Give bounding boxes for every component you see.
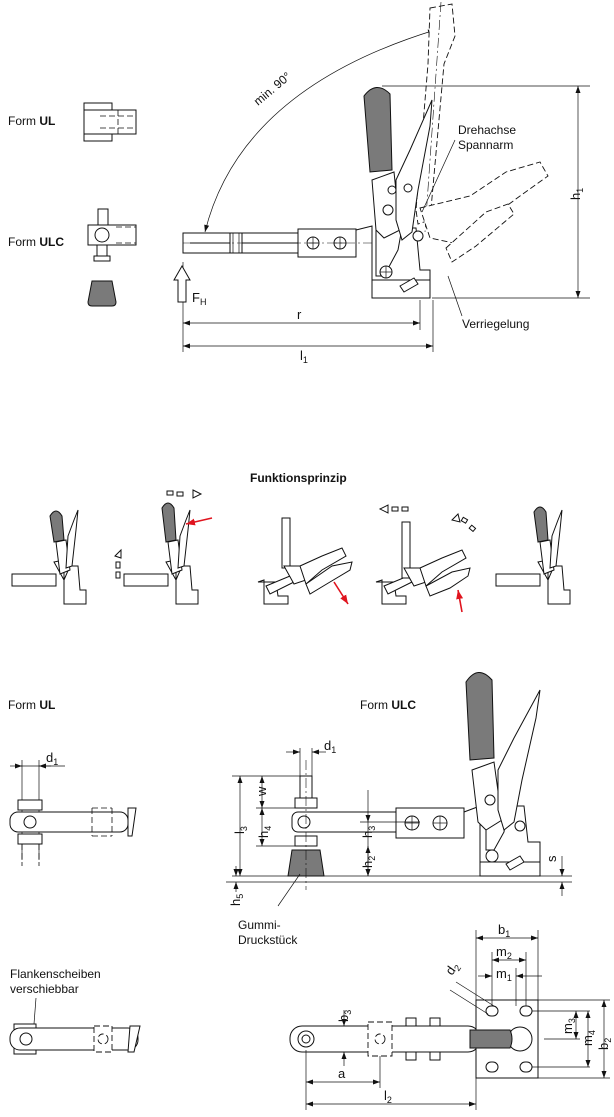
dim-m1: m1 bbox=[496, 966, 512, 983]
dim-h3: h3 bbox=[360, 826, 377, 838]
dim-l2: l2 bbox=[384, 1088, 392, 1105]
form-ul-section-view: d1 bbox=[9, 750, 137, 866]
dim-s: s bbox=[544, 855, 559, 862]
main-clamp-side-view: min. 90° bbox=[173, 1, 590, 365]
dim-m3: m3 bbox=[560, 1018, 577, 1034]
principle-step-3 bbox=[257, 517, 353, 605]
principle-title: Funktionsprinzip bbox=[250, 471, 347, 485]
dim-h2: h2 bbox=[360, 856, 377, 868]
dim-m2: m2 bbox=[496, 944, 512, 961]
dim-h4: h4 bbox=[256, 826, 273, 838]
principle-step-5 bbox=[495, 506, 571, 605]
washers-label-1: Flankenscheiben bbox=[10, 967, 101, 981]
dim-d2: d2 bbox=[442, 959, 463, 979]
dim-l3: l3 bbox=[232, 826, 249, 834]
principle-step-1 bbox=[11, 509, 87, 605]
dim-d1-left: d1 bbox=[46, 750, 58, 767]
force-label: FH bbox=[192, 290, 206, 307]
form-ul-label: Form UL bbox=[8, 114, 55, 128]
form-ul-bottom-top-view: Flankenscheiben verschiebbar bbox=[9, 967, 141, 1055]
form-ulc-label: Form ULC bbox=[8, 235, 64, 249]
dim-r: r bbox=[297, 307, 302, 322]
form-ulc-bottom-top-view: b1 m2 m1 d2 m3 m4 b2 b3 a bbox=[289, 922, 613, 1110]
pivot-label-2: Spannarm bbox=[458, 138, 513, 152]
form-ulc-mid-label: Form ULC bbox=[360, 698, 416, 712]
form-ul-mid-label: Form UL bbox=[8, 698, 55, 712]
angle-label: min. 90° bbox=[251, 69, 294, 108]
dim-m4: m4 bbox=[580, 1030, 597, 1046]
form-ul-top-view: Form UL bbox=[8, 102, 137, 142]
dim-a: a bbox=[338, 1066, 346, 1081]
dim-b3: b3 bbox=[336, 1010, 353, 1022]
lock-label: Verriegelung bbox=[462, 317, 529, 331]
washers-label-2: verschiebbar bbox=[10, 982, 79, 996]
dim-h5: h5 bbox=[228, 894, 245, 906]
form-ulc-side-view: d1 l3 w h4 bbox=[226, 672, 572, 947]
principle-step-2 bbox=[114, 489, 213, 605]
dim-d1-right: d1 bbox=[324, 738, 336, 755]
form-ulc-top-view: Form ULC bbox=[8, 208, 137, 307]
rubber-label-1: Gummi- bbox=[238, 918, 281, 932]
principle-step-4 bbox=[375, 504, 477, 613]
dim-l1: l1 bbox=[300, 348, 308, 365]
rubber-label-2: Druckstück bbox=[238, 933, 298, 947]
dim-h1: h1 bbox=[568, 188, 585, 200]
dim-b1: b1 bbox=[498, 922, 510, 939]
dim-b2: b2 bbox=[596, 1038, 613, 1050]
dim-w: w bbox=[254, 786, 269, 797]
pivot-label-1: Drehachse bbox=[458, 123, 516, 137]
